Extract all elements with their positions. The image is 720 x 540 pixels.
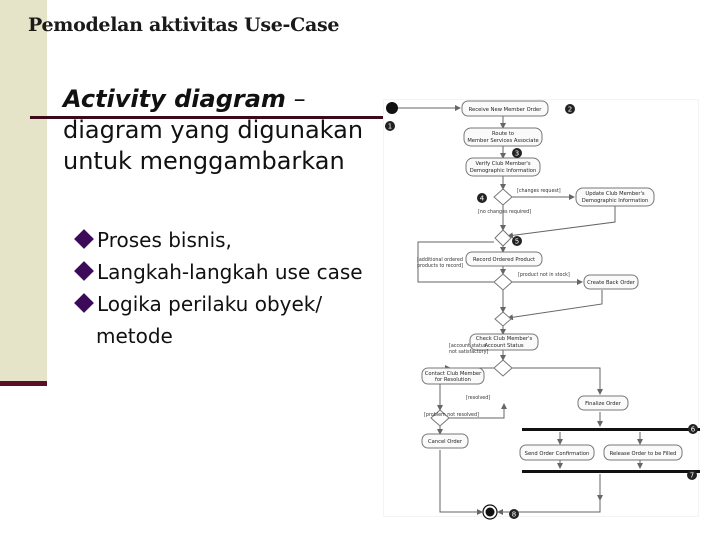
bullet-text: Logika perilaku obyek/ metode (96, 292, 323, 348)
activity-check-line1: Check Club Member's (476, 336, 533, 342)
activity-contact-line2: for Resolution (435, 377, 471, 383)
guard-no-changes: [no changes required] (478, 209, 531, 215)
activity-diagram: Receive New Member Order Route to Member… (385, 100, 700, 520)
diamond-bullet-icon (74, 229, 94, 249)
bullet-text: Proses bisnis, (97, 228, 232, 252)
activity-route-line1: Route to (492, 131, 514, 137)
bullet-item: Logika perilaku obyek/ metode (74, 288, 396, 352)
activity-update-line2: Demographic Information (582, 198, 649, 204)
end-node-center (485, 507, 495, 517)
definition-body: diagram yang digunakan untuk menggambark… (63, 116, 364, 175)
start-node (386, 102, 398, 114)
fork-bar (522, 428, 700, 431)
guard-problem-not-resolved: [problem not resolved] (424, 412, 479, 418)
guard-changes-request: [changes request] (517, 188, 561, 194)
definition-term: Activity diagram (63, 85, 286, 113)
activity-send: Send Order Confirmation (525, 451, 590, 457)
activity-finalize: Finalize Order (585, 401, 622, 407)
marker-2: 2 (568, 106, 572, 114)
diamond-bullet-icon (74, 293, 94, 313)
marker-6: 6 (691, 426, 696, 434)
definition-text: Activity diagram – diagram yang digunaka… (63, 84, 393, 177)
bullet-text: Langkah-langkah use case (97, 260, 363, 284)
step-markers: 1 2 3 4 5 6 7 8 (385, 104, 698, 519)
guard-account-line2: not satisfactory] (449, 349, 488, 355)
activity-backorder: Create Back Order (587, 280, 636, 286)
activity-cancel: Cancel Order (428, 439, 463, 445)
definition-dash: – (285, 85, 306, 113)
marker-5: 5 (515, 238, 519, 246)
diamond-bullet-icon (74, 261, 94, 281)
slide-title: Pemodelan aktivitas Use-Case (28, 14, 340, 36)
left-band-accent (0, 381, 47, 386)
guard-account-line1: [account status (449, 343, 487, 349)
activity-route-line2: Member Services Associate (467, 138, 538, 144)
activity-release: Release Order to be Filled (610, 451, 677, 457)
activity-verify-line1: Verify Club Member's (475, 161, 530, 167)
guard-additional-line2: products to record] (417, 263, 463, 269)
marker-3: 3 (515, 150, 519, 158)
bullet-item: Proses bisnis, (74, 224, 396, 256)
activity-receive: Receive New Member Order (469, 107, 543, 113)
left-decorative-band (0, 0, 47, 384)
activity-record: Record Ordered Product (473, 257, 535, 263)
guard-additional-line1: [additional ordered (417, 257, 463, 263)
marker-8: 8 (512, 511, 516, 519)
guard-resolved: [resolved] (466, 395, 490, 401)
marker-7: 7 (690, 472, 694, 480)
bullet-list: Proses bisnis, Langkah-langkah use case … (74, 224, 396, 352)
activity-update-line1: Update Club Member's (585, 191, 644, 197)
title-underline (30, 116, 386, 119)
activity-verify-line2: Demographic Information (470, 168, 537, 174)
bullet-item: Langkah-langkah use case (74, 256, 396, 288)
activity-contact-line1: Contact Club Member (425, 371, 482, 377)
marker-1: 1 (388, 123, 392, 131)
marker-4: 4 (480, 195, 485, 203)
guard-not-in-stock: [product not in stock] (518, 272, 570, 278)
join-bar (522, 470, 700, 473)
activity-check-line2: Account Status (484, 343, 523, 349)
